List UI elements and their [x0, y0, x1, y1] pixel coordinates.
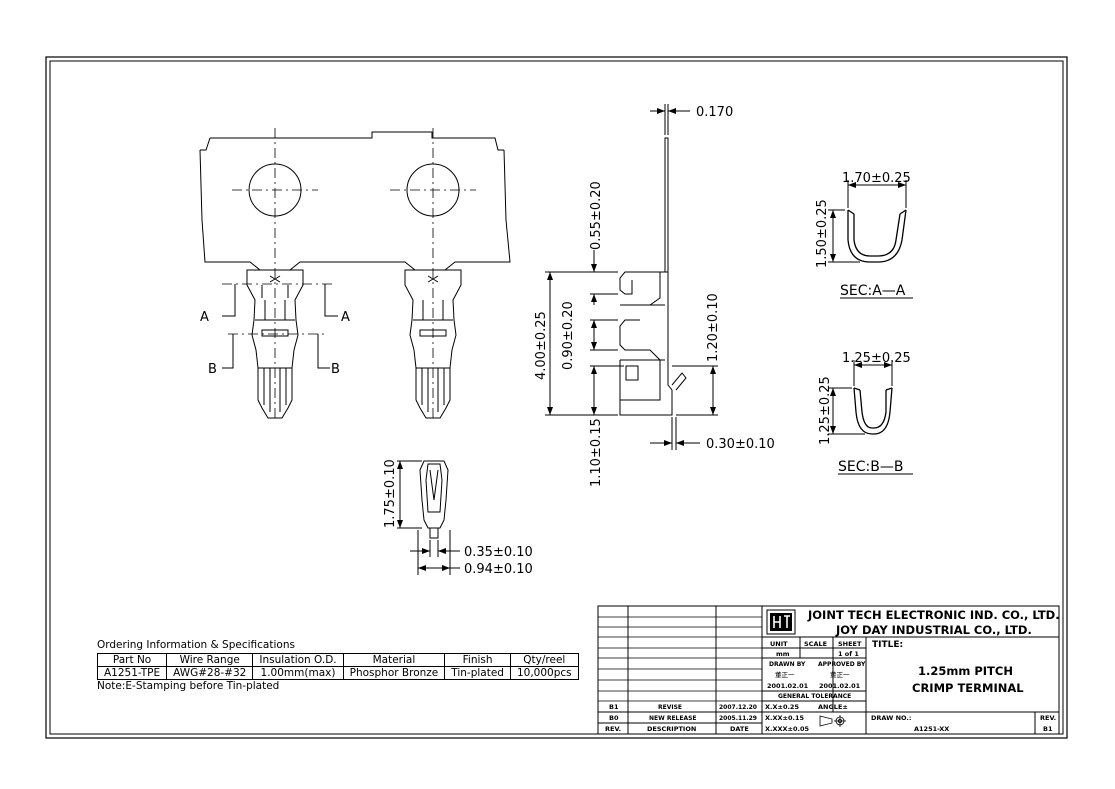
- ordering-info: Ordering Information & Specifications Pa…: [96, 639, 579, 692]
- general-tolerance: GENERAL TOLERANCE: [778, 693, 851, 700]
- table-cell: 1.00mm(max): [252, 666, 344, 680]
- drawn-by-name: 董正一: [775, 670, 795, 679]
- inner-border: [49, 60, 1064, 735]
- table-header-cell: Insulation O.D.: [252, 653, 344, 667]
- company-name-1: JOINT TECH ELECTRONIC IND. CO., LTD.: [807, 608, 1060, 622]
- dim-wire-barrel: 0.90±0.20: [561, 301, 576, 370]
- title-line-1: 1.25mm PITCH: [918, 664, 1013, 678]
- draw-no-label: DRAW NO.:: [871, 714, 911, 722]
- section-b-b: [853, 387, 893, 435]
- dim-sec-b-width: 1.25±0.25: [842, 351, 911, 366]
- dim-sec-a-height: 1.50±0.25: [815, 199, 830, 268]
- outer-border: [45, 56, 1068, 739]
- dim-front-height: 1.75±0.10: [383, 459, 398, 528]
- dim-contact-height: 1.20±0.10: [706, 293, 721, 362]
- revision-row-date: 2005.11.29: [719, 715, 757, 722]
- sec-b-label: SEC:B—B: [838, 459, 903, 475]
- title-block-grid: [597, 605, 1060, 735]
- angle-label: ANGLE±: [818, 703, 848, 711]
- sheet-value: 1 of 1: [838, 650, 859, 658]
- table-cell: A1251-TPE: [96, 666, 168, 680]
- dim-plate-thickness: 0.170: [696, 105, 733, 120]
- table-cell: Tin-plated: [444, 666, 511, 680]
- sec-a-label: SEC:A—A: [840, 283, 906, 299]
- sec-a-mark-left: A: [200, 310, 209, 325]
- table-header-row: Part No Wire Range Insulation O.D. Mater…: [96, 653, 579, 667]
- table-cell: Phosphor Bronze: [342, 666, 446, 680]
- table-cell: AWG#28-#32: [166, 666, 254, 680]
- tolerance-1: X.X±0.25: [765, 703, 799, 711]
- section-a-dims: [828, 180, 913, 299]
- table-header-cell: Finish: [444, 653, 511, 667]
- revision-row-date: 2007.12.20: [719, 704, 757, 711]
- drawn-by-date: 2001.02.01: [767, 682, 809, 690]
- company-name-2: JOY DAY INDUSTRIAL CO., LTD.: [835, 623, 1032, 637]
- company-logo: [770, 613, 792, 631]
- dim-sec-a-width: 1.70±0.25: [842, 171, 911, 186]
- scale-label: SCALE: [804, 640, 827, 648]
- approved-by-date: 2001.02.01: [819, 682, 861, 690]
- sec-a-mark-right: A: [341, 310, 350, 325]
- date-col-header: DATE: [730, 725, 749, 733]
- unit-value: mm: [776, 650, 790, 658]
- desc-col-header: DESCRIPTION: [647, 725, 696, 733]
- rev-col-header: REV.: [605, 725, 621, 733]
- drawn-by-label: DRAWN BY: [769, 661, 806, 668]
- unit-label: UNIT: [770, 640, 788, 648]
- table-row: A1251-TPE AWG#28-#32 1.00mm(max) Phospho…: [96, 666, 579, 680]
- ordering-table: Part No Wire Range Insulation O.D. Mater…: [96, 653, 579, 680]
- ordering-heading: Ordering Information & Specifications: [97, 639, 295, 651]
- title-label: TITLE:: [872, 640, 903, 650]
- revision-row-rev: B0: [609, 714, 619, 722]
- dim-foot-width: 0.30±0.10: [706, 437, 775, 452]
- table-header-cell: Wire Range: [166, 653, 254, 667]
- title-line-2: CRIMP TERMINAL: [912, 681, 1024, 695]
- revision-row-desc: NEW RELEASE: [649, 715, 697, 722]
- dim-overall-height: 4.00±0.25: [534, 311, 549, 380]
- sheet-label: SHEET: [838, 640, 862, 648]
- dim-tip-width: 0.35±0.10: [464, 545, 533, 560]
- table-header-cell: Material: [342, 653, 446, 667]
- top-view-terminals: [199, 128, 511, 420]
- projection-symbol-icon: [819, 715, 846, 727]
- sec-b-mark-left: B: [208, 362, 217, 377]
- table-header-cell: Part No: [96, 653, 168, 667]
- table-cell: 10,000pcs: [509, 666, 579, 680]
- approved-by-label: APPROVED BY: [818, 661, 866, 668]
- dim-body-width: 0.94±0.10: [464, 562, 533, 577]
- rev-label: REV.: [1040, 714, 1056, 722]
- tolerance-3: X.XXX±0.05: [765, 725, 809, 733]
- draw-no-value: A1251-XX: [914, 725, 949, 733]
- tolerance-2: X.XX±0.15: [765, 714, 804, 722]
- dim-base-offset: 1.10±0.15: [589, 418, 604, 487]
- sec-b-mark-right: B: [331, 362, 340, 377]
- approved-by-name: 董正一: [830, 670, 850, 679]
- section-a-a: [847, 209, 907, 263]
- front-view: [397, 460, 460, 575]
- dim-tab-height: 0.55±0.20: [589, 181, 604, 250]
- section-b-dims: [828, 360, 913, 475]
- revision-row-rev: B1: [609, 703, 619, 711]
- ordering-note: Note:E-Stamping before Tin-plated: [97, 680, 280, 692]
- dim-sec-b-height: 1.25±0.25: [818, 376, 833, 445]
- revision-row-desc: REVISE: [658, 704, 682, 711]
- table-header-cell: Qty/reel: [509, 653, 579, 667]
- rev-value: B1: [1043, 725, 1053, 733]
- side-view: [545, 104, 718, 450]
